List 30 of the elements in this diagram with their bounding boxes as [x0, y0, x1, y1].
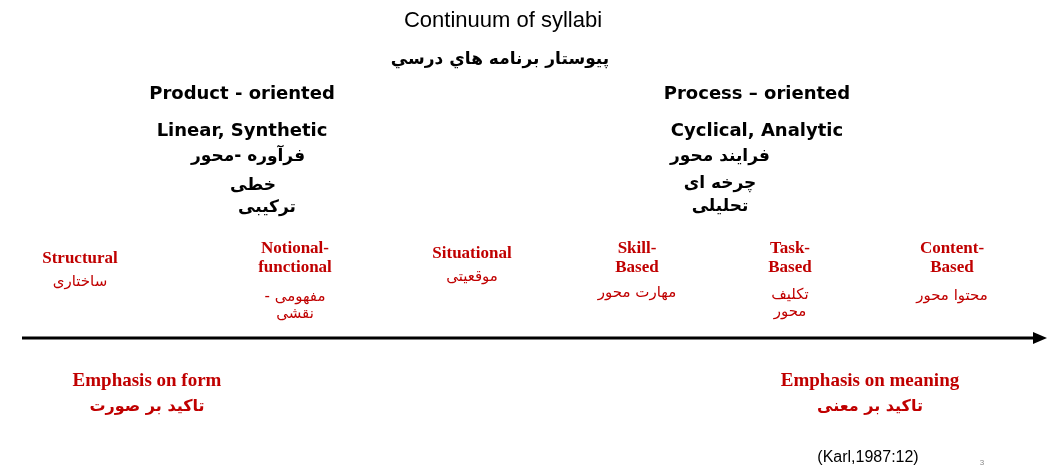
page-number: 3 — [979, 458, 985, 468]
heading: Product - oriented — [149, 83, 335, 103]
heading: تحلیلی — [691, 195, 749, 215]
syllabus-type-label: Notional- functional — [257, 239, 333, 277]
syllabus-type-label: Task- Based — [767, 239, 813, 277]
heading: فرایند محور — [670, 145, 770, 165]
syllabus-type-label: موقعیتی — [446, 267, 498, 285]
syllabus-type-label: مهارت محور — [597, 283, 677, 301]
syllabus-type-label: ساختاری — [52, 272, 108, 290]
axis-end-label: تاکید بر معنی — [817, 397, 923, 415]
title: Continuum of syllabi — [403, 7, 603, 33]
citation: (Karl,1987:12) — [817, 448, 919, 466]
syllabus-type-label: Skill- Based — [614, 239, 660, 277]
heading: Process – oriented — [663, 83, 851, 103]
axis-end-label: تاکید بر صورت — [89, 397, 205, 415]
axis-end-label: Emphasis on form — [72, 369, 222, 391]
syllabus-type-label: مفهومی - نقشی — [263, 287, 327, 321]
heading: Cyclical, Analytic — [670, 120, 844, 140]
subtitle: پیوستار برنامه هاي درسي — [390, 48, 610, 68]
heading: Linear, Synthetic — [156, 120, 328, 140]
syllabus-type-label: Content- Based — [918, 239, 986, 277]
heading: چرخه ای — [683, 172, 757, 192]
syllabus-type-label: تکلیف محور — [770, 285, 810, 319]
heading: فرآوره -محور — [190, 145, 306, 165]
syllabus-type-label: محتوا محور — [916, 286, 988, 304]
axis-end-label: Emphasis on meaning — [780, 369, 960, 391]
syllabus-type-label: Situational — [432, 243, 512, 263]
syllabus-type-label: Structural — [42, 248, 118, 268]
heading: خطی — [230, 174, 276, 194]
heading: ترکیبی — [238, 196, 296, 216]
